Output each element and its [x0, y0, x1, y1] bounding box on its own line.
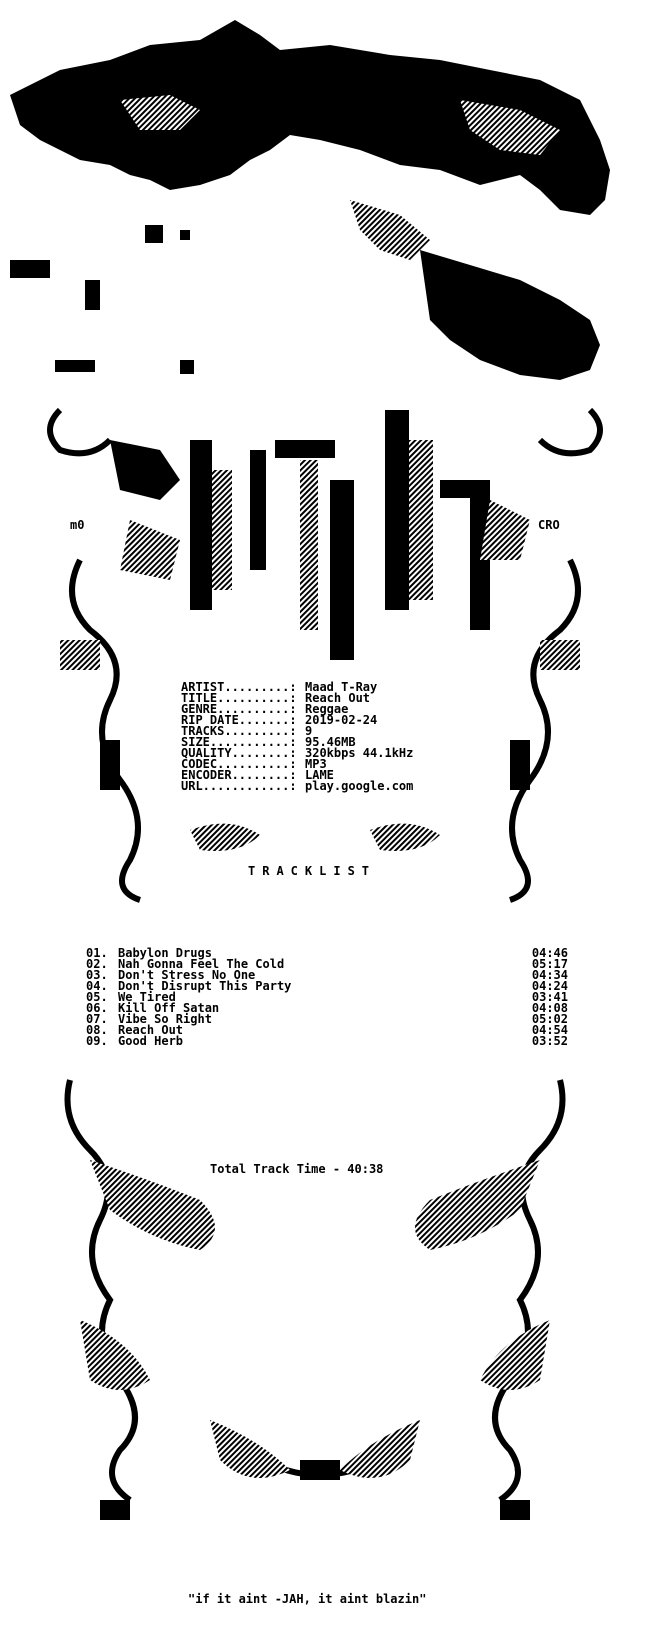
lower-frame: [64, 1079, 566, 1503]
track-time: 04:46: [531, 946, 568, 960]
scroll-fills: [60, 640, 580, 851]
info-value: 95.46MB: [305, 735, 356, 749]
info-value: Reggae: [305, 702, 349, 716]
info-row: ENCODER........: LAME: [181, 768, 334, 782]
track-title: Don't Stress No One: [118, 968, 256, 982]
track-row: 02. Nah Gonna Feel The Cold 05:17: [86, 957, 568, 971]
total-track-time: Total Track Time - 40:38: [210, 1162, 384, 1176]
track-title: We Tired: [118, 990, 176, 1004]
info-row: CODEC..........: MP3: [181, 757, 327, 771]
track-title: Good Herb: [118, 1034, 184, 1048]
track-number: 05.: [86, 990, 108, 1004]
track-number: 01.: [86, 946, 108, 960]
track-time: 05:02: [531, 1012, 568, 1026]
info-value: 320kbps 44.1kHz: [305, 746, 414, 760]
info-row: GENRE..........: Reggae: [181, 702, 348, 716]
info-value: MP3: [305, 757, 327, 771]
track-time: 04:34: [531, 968, 568, 982]
mane-art: [10, 20, 610, 380]
track-time: 03:41: [531, 990, 568, 1004]
track-title: Babylon Drugs: [118, 946, 212, 960]
track-row: 01. Babylon Drugs 04:46: [86, 946, 568, 960]
track-number: 08.: [86, 1023, 108, 1037]
track-row: 07. Vibe So Right 05:02: [86, 1012, 568, 1026]
track-time: 03:52: [531, 1034, 568, 1048]
lower-fills: [80, 1160, 550, 1520]
info-value: 9: [305, 724, 313, 738]
track-row: 08. Reach Out 04:54: [86, 1023, 568, 1037]
info-row: URL............: play.google.com: [181, 779, 413, 793]
track-number: 02.: [86, 957, 108, 971]
info-key: ENCODER........:: [181, 768, 297, 782]
info-key: SIZE...........:: [181, 735, 297, 749]
track-number: 04.: [86, 979, 108, 993]
info-row: TRACKS.........: 9: [181, 724, 312, 738]
info-value: Maad T-Ray: [305, 680, 378, 694]
track-title: Nah Gonna Feel The Cold: [118, 957, 285, 971]
track-row: 04. Don't Disrupt This Party 04:24: [86, 979, 568, 993]
info-value: 2019-02-24: [305, 713, 378, 727]
info-key: TRACKS.........:: [181, 724, 297, 738]
info-value: play.google.com: [305, 779, 414, 793]
jah-lettering: [110, 410, 530, 660]
footer-quote: "if it aint -JAH, it aint blazin": [188, 1592, 427, 1606]
info-row: QUALITY........: 320kbps 44.1kHz: [181, 746, 413, 760]
info-key: CODEC..........:: [181, 757, 297, 771]
info-row: ARTIST.........: Maad T-Ray: [181, 680, 377, 694]
track-row: 09. Good Herb 03:52: [86, 1034, 568, 1048]
track-title: Kill Off Satan: [118, 1001, 220, 1015]
track-time: 05:17: [531, 957, 568, 971]
track-number: 03.: [86, 968, 108, 982]
track-time: 04:08: [531, 1001, 568, 1015]
tracklist-heading: TRACKLIST: [248, 864, 377, 878]
info-key: QUALITY........:: [181, 746, 297, 760]
track-row: 03. Don't Stress No One 04:34: [86, 968, 568, 982]
info-row: SIZE...........: 95.46MB: [181, 735, 356, 749]
tag-left: m0: [70, 518, 85, 532]
track-title: Reach Out: [118, 1023, 184, 1037]
track-number: 06.: [86, 1001, 108, 1015]
track-number: 09.: [86, 1034, 108, 1048]
info-key: RIP DATE.......:: [181, 713, 297, 727]
track-row: 05. We Tired 03:41: [86, 990, 568, 1004]
track-number: 07.: [86, 1012, 108, 1026]
info-key: URL............:: [181, 779, 297, 793]
info-value: LAME: [305, 768, 334, 782]
info-row: RIP DATE.......: 2019-02-24: [181, 713, 377, 727]
tag-right: CRO: [538, 518, 560, 532]
track-title: Don't Disrupt This Party: [118, 979, 292, 993]
info-key: GENRE..........:: [181, 702, 297, 716]
info-row: TITLE..........: Reach Out: [181, 691, 370, 705]
scroll-ornaments: [47, 407, 603, 903]
info-key: ARTIST.........:: [181, 680, 297, 694]
track-time: 04:54: [531, 1023, 568, 1037]
info-value: Reach Out: [305, 691, 371, 705]
info-key: TITLE..........:: [181, 691, 297, 705]
track-time: 04:24: [531, 979, 568, 993]
track-title: Vibe So Right: [118, 1012, 212, 1026]
track-row: 06. Kill Off Satan 04:08: [86, 1001, 568, 1015]
